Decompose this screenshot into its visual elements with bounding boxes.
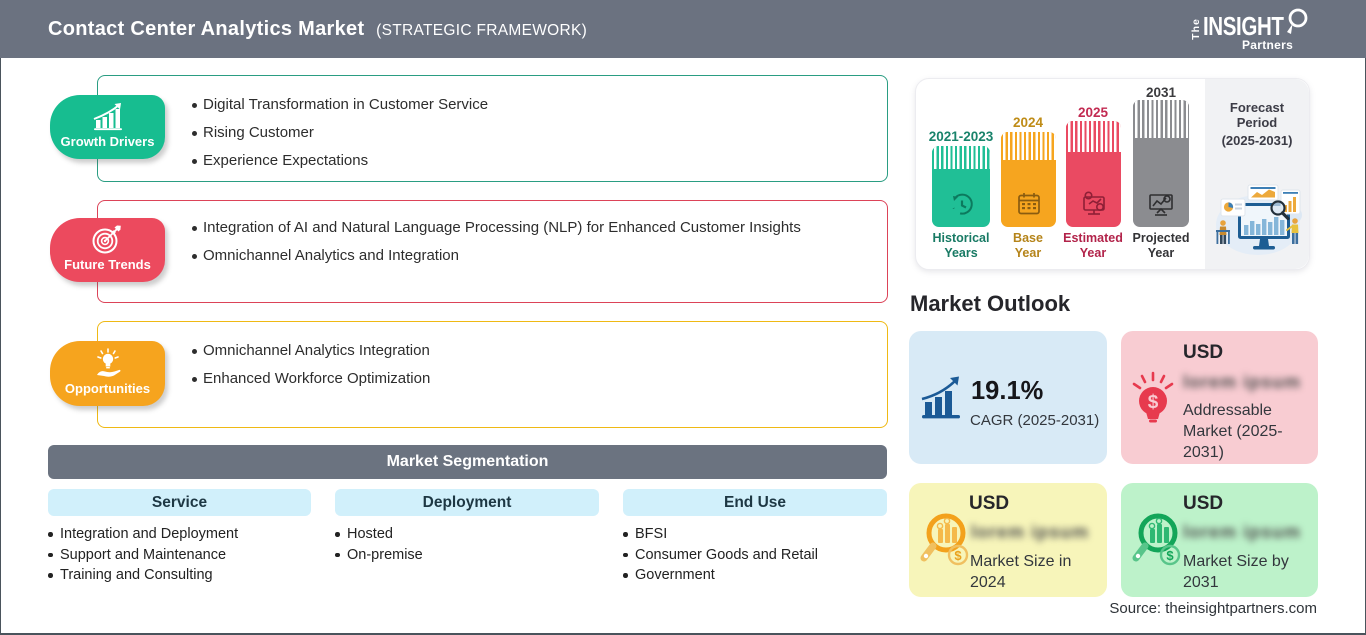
svg-text:$: $ xyxy=(1148,392,1159,413)
svg-text:$: $ xyxy=(1166,548,1174,563)
svg-text:$: $ xyxy=(954,548,962,563)
